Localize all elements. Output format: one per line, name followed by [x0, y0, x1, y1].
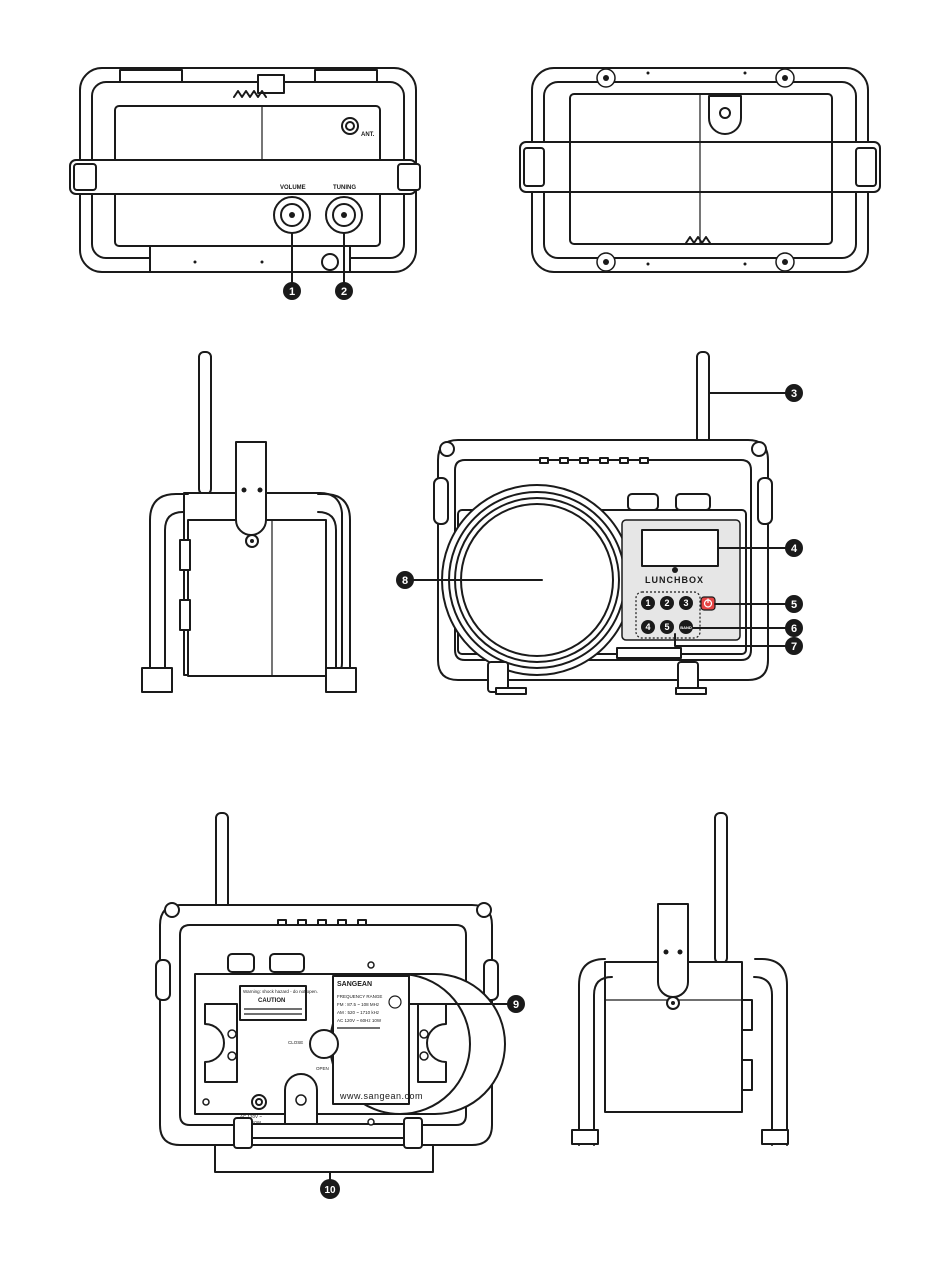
- callout-5: 5: [785, 595, 803, 613]
- svg-text:1: 1: [289, 286, 295, 298]
- svg-text:Warning: shock hazard - do not: Warning: shock hazard - do not open.: [243, 989, 318, 994]
- callout-1: 1: [283, 282, 301, 300]
- callout-3: 3: [785, 384, 803, 402]
- callout-10: 10: [320, 1179, 340, 1199]
- svg-text:FREQUENCY RANGE: FREQUENCY RANGE: [337, 994, 382, 999]
- svg-text:8: 8: [402, 575, 408, 587]
- svg-text:10: 10: [324, 1185, 336, 1196]
- bottom-view: [520, 68, 880, 272]
- callout-9: 9: [507, 995, 525, 1013]
- band-button[interactable]: BAND: [679, 620, 693, 634]
- svg-text:7: 7: [791, 641, 797, 653]
- caution-title: CAUTION: [258, 998, 285, 1004]
- callout-4: 4: [785, 539, 803, 557]
- svg-text:OPEN: OPEN: [316, 1066, 329, 1071]
- top-view: ANT. VOLUME TUNING: [70, 68, 420, 282]
- tuning-label: TUNING: [333, 185, 356, 191]
- callout-6: 6: [785, 619, 803, 637]
- brand-logo: LUNCHBOX: [645, 575, 704, 585]
- svg-text:AM : 520 ~ 1710 kHz: AM : 520 ~ 1710 kHz: [337, 1010, 380, 1015]
- callout-2: 2: [335, 282, 353, 300]
- preset-button-1[interactable]: 1: [641, 596, 655, 610]
- svg-text:2: 2: [664, 598, 669, 608]
- maker-logo: SANGEAN: [337, 981, 372, 988]
- svg-text:CLOSE: CLOSE: [288, 1040, 303, 1045]
- svg-text:3: 3: [791, 388, 797, 400]
- svg-text:4: 4: [645, 622, 650, 632]
- preset-button-4[interactable]: 4: [641, 620, 655, 634]
- left-side-view: [142, 352, 356, 692]
- preset-button-5[interactable]: 5: [660, 620, 674, 634]
- svg-text:FM : 87.5 ~ 108 MHz: FM : 87.5 ~ 108 MHz: [337, 1002, 380, 1007]
- tuning-knob[interactable]: [326, 197, 362, 233]
- front-view: LUNCHBOX 1 2 3 4 5 BAND: [434, 352, 772, 694]
- svg-text:4: 4: [791, 543, 798, 555]
- right-side-view: [572, 813, 788, 1145]
- ant-label: ANT.: [361, 132, 375, 138]
- svg-text:AC 120V ~ 60Hz 10W: AC 120V ~ 60Hz 10W: [337, 1018, 382, 1023]
- preset-button-2[interactable]: 2: [660, 596, 674, 610]
- preset-button-3[interactable]: 3: [679, 596, 693, 610]
- rear-view: Warning: shock hazard - do not open. CAU…: [156, 813, 505, 1148]
- callout-7: 7: [785, 637, 803, 655]
- svg-text:3: 3: [683, 598, 688, 608]
- volume-label: VOLUME: [280, 185, 306, 191]
- svg-text:6: 6: [791, 623, 797, 635]
- callout-8: 8: [396, 571, 414, 589]
- volume-knob[interactable]: [274, 197, 310, 233]
- svg-text:1: 1: [645, 598, 650, 608]
- svg-text:5: 5: [791, 599, 797, 611]
- power-button[interactable]: [701, 597, 715, 610]
- svg-text:9: 9: [513, 999, 519, 1011]
- svg-text:5: 5: [664, 622, 669, 632]
- lcd-display: [642, 530, 718, 566]
- svg-text:2: 2: [341, 286, 347, 298]
- website-label: www.sangean.com: [339, 1091, 423, 1101]
- svg-text:BAND: BAND: [680, 625, 692, 630]
